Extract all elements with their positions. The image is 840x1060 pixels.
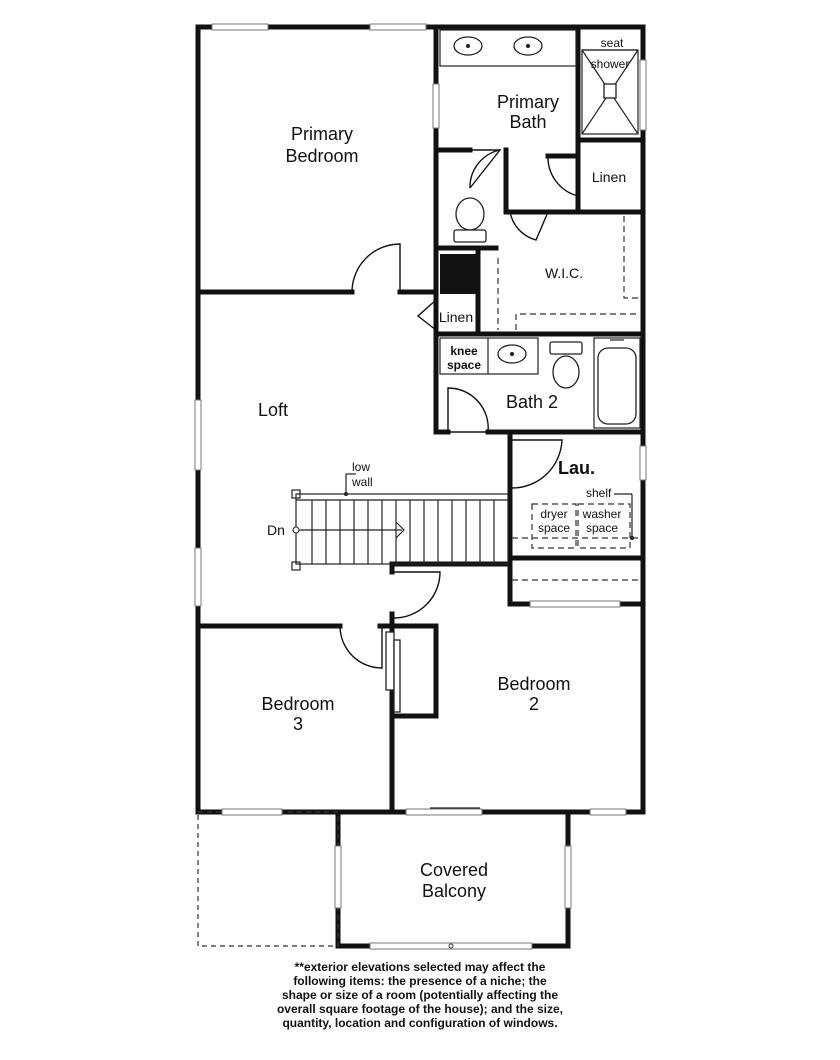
disclaimer-note: **exterior elevations selected may affec… [160,960,680,1030]
label-bedroom-2-2: 2 [529,694,539,714]
fixtures [291,29,641,581]
disclaimer-line: shape or size of a room (potentially aff… [281,988,559,1002]
label-covered-balcony-2: Balcony [422,881,486,901]
label-dryer-2: space [538,521,570,535]
label-primary-bedroom-2: Bedroom [285,146,358,166]
label-low-wall-1: low [352,460,370,474]
windows [194,23,647,950]
label-covered-balcony-1: Covered [420,860,488,880]
label-bath-2: Bath 2 [506,392,558,412]
label-washer-2: space [586,521,618,535]
disclaimer-line: quantity, location and configuration of … [282,1016,558,1030]
label-washer-1: washer [582,507,622,521]
label-linen-primary: Linen [592,169,626,185]
label-bedroom-3-2: 3 [293,714,303,734]
hvac-chase [440,254,476,294]
label-knee-space-1: knee [450,344,478,358]
label-bedroom-2-1: Bedroom [497,674,570,694]
label-knee-space-2: space [447,358,481,372]
label-primary-bedroom-1: Primary [291,124,353,144]
disclaimer-line: **exterior elevations selected may affec… [294,960,546,974]
disclaimer-line: following items: the presence of a niche… [293,974,547,988]
label-dryer-1: dryer [540,507,567,521]
doors [339,149,579,809]
disclaimer-line: overall square footage of the house); an… [276,1002,564,1016]
label-shower: shower [591,57,630,71]
label-primary-bath-2: Bath [509,112,546,132]
label-low-wall-2: wall [351,475,373,489]
label-wic: W.I.C. [545,265,583,281]
label-loft: Loft [258,400,288,420]
label-laundry: Lau. [558,458,595,478]
label-seat: seat [601,36,624,50]
label-linen-hall: Linen [439,309,473,325]
label-primary-bath-1: Primary [497,92,559,112]
room-labels: Primary Bedroom Primary Bath seat shower… [258,36,629,901]
label-bedroom-3-1: Bedroom [261,694,334,714]
label-shelf: shelf [586,486,612,500]
balcony-walls [197,809,571,949]
label-dn: Dn [267,522,285,538]
floor-plan: Primary Bedroom Primary Bath seat shower… [194,23,647,950]
